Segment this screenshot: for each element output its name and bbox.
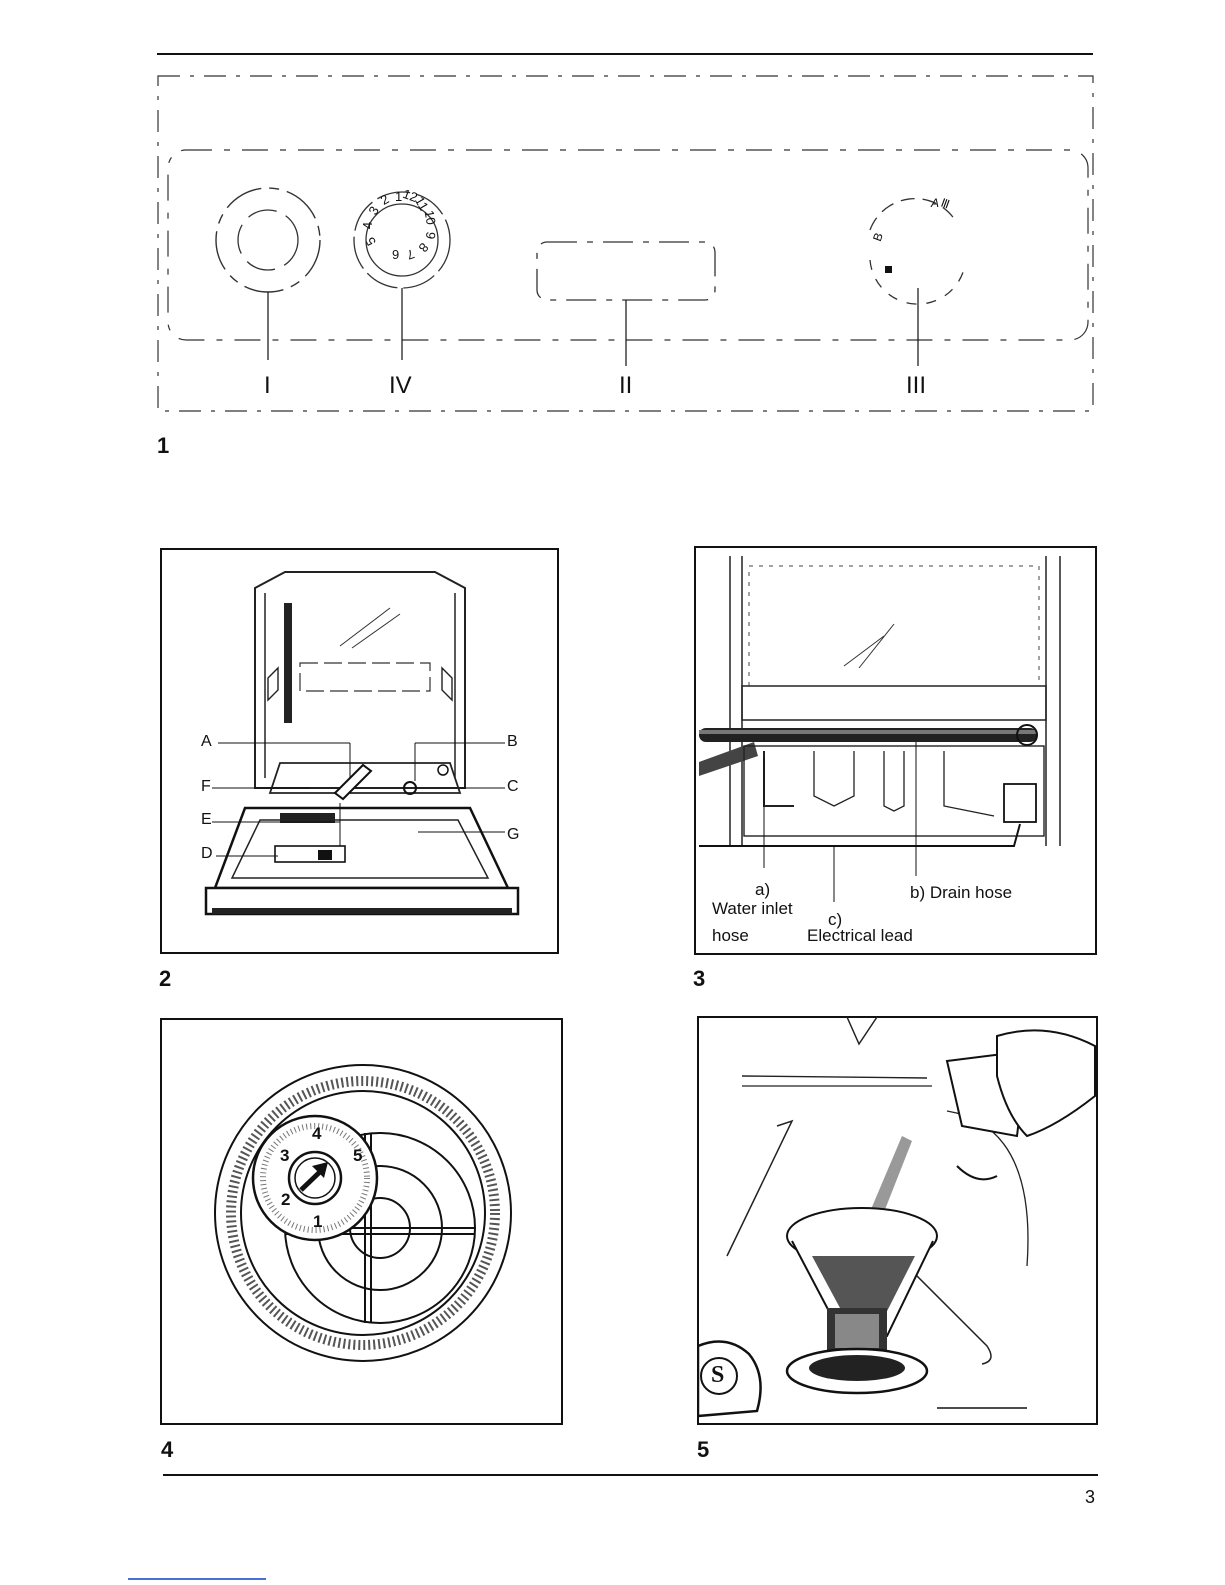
dial-number: 8 (416, 240, 432, 255)
figure-number-5: 5 (697, 1437, 709, 1463)
dial-number: 6 (392, 247, 399, 262)
figure-number-2: 2 (159, 966, 171, 992)
figure-1-control-panel: Ⅲ (150, 70, 1105, 420)
figure-5-pouring-salt (697, 1016, 1099, 1426)
figure2-label-d: D (201, 845, 213, 863)
figure2-label-c: C (507, 778, 519, 796)
knob-i (216, 188, 320, 360)
figure2-label-a: A (201, 733, 212, 751)
control-label-iv: IV (389, 372, 412, 400)
selector-marker-icon (885, 266, 892, 273)
dial-number-4: 4 (312, 1124, 321, 1144)
figure2-label-e: E (201, 811, 212, 829)
bottom-link-underline (128, 1578, 266, 1580)
timer-dial-numbers: 1 2 3 4 5 6 7 8 9 10 11 12 (352, 190, 452, 290)
figure3-label-a-line2: hose (712, 926, 749, 946)
dial-number-1: 1 (313, 1212, 322, 1232)
control-label-i: I (264, 372, 271, 400)
figure3-label-b: b) Drain hose (910, 883, 1012, 903)
page-number: 3 (1085, 1487, 1095, 1508)
control-label-iii: III (906, 372, 926, 400)
figure3-label-c-text: Electrical lead (807, 926, 913, 946)
figure2-label-f: F (201, 778, 211, 796)
dial-number: 2 (378, 191, 392, 208)
bottom-rule (163, 1474, 1098, 1476)
figure2-label-b: B (507, 733, 518, 751)
dial-number: 7 (405, 246, 417, 263)
dial-number: 10 (422, 209, 439, 226)
panel-inner-frame (168, 150, 1088, 340)
figure-4-salt-container-dial (160, 1018, 564, 1426)
dial-number: 4 (360, 222, 375, 229)
dial-number: 3 (365, 204, 382, 218)
control-label-ii: II (619, 372, 632, 400)
figure-number-1: 1 (157, 433, 169, 459)
dial-number-5: 5 (353, 1146, 362, 1166)
selector-letter-a: A (931, 196, 939, 210)
dial-number: 9 (423, 231, 439, 241)
figure2-label-g: G (507, 826, 519, 844)
display-ii (537, 242, 715, 366)
figure3-label-a-letter: a) (755, 880, 770, 900)
figure-2-dishwasher-interior (160, 548, 560, 956)
dial-number-3: 3 (280, 1146, 289, 1166)
figure-number-4: 4 (161, 1437, 173, 1463)
top-rule (157, 53, 1093, 55)
selector-knob-iii: Ⅲ (870, 196, 965, 366)
salt-cap-letter: S (711, 1362, 724, 1389)
dial-number: 5 (362, 235, 379, 249)
figure3-label-a-line1: Water inlet (712, 899, 793, 919)
dial-number-2: 2 (281, 1190, 290, 1210)
svg-text:Ⅲ: Ⅲ (939, 196, 952, 212)
figure-number-3: 3 (693, 966, 705, 992)
